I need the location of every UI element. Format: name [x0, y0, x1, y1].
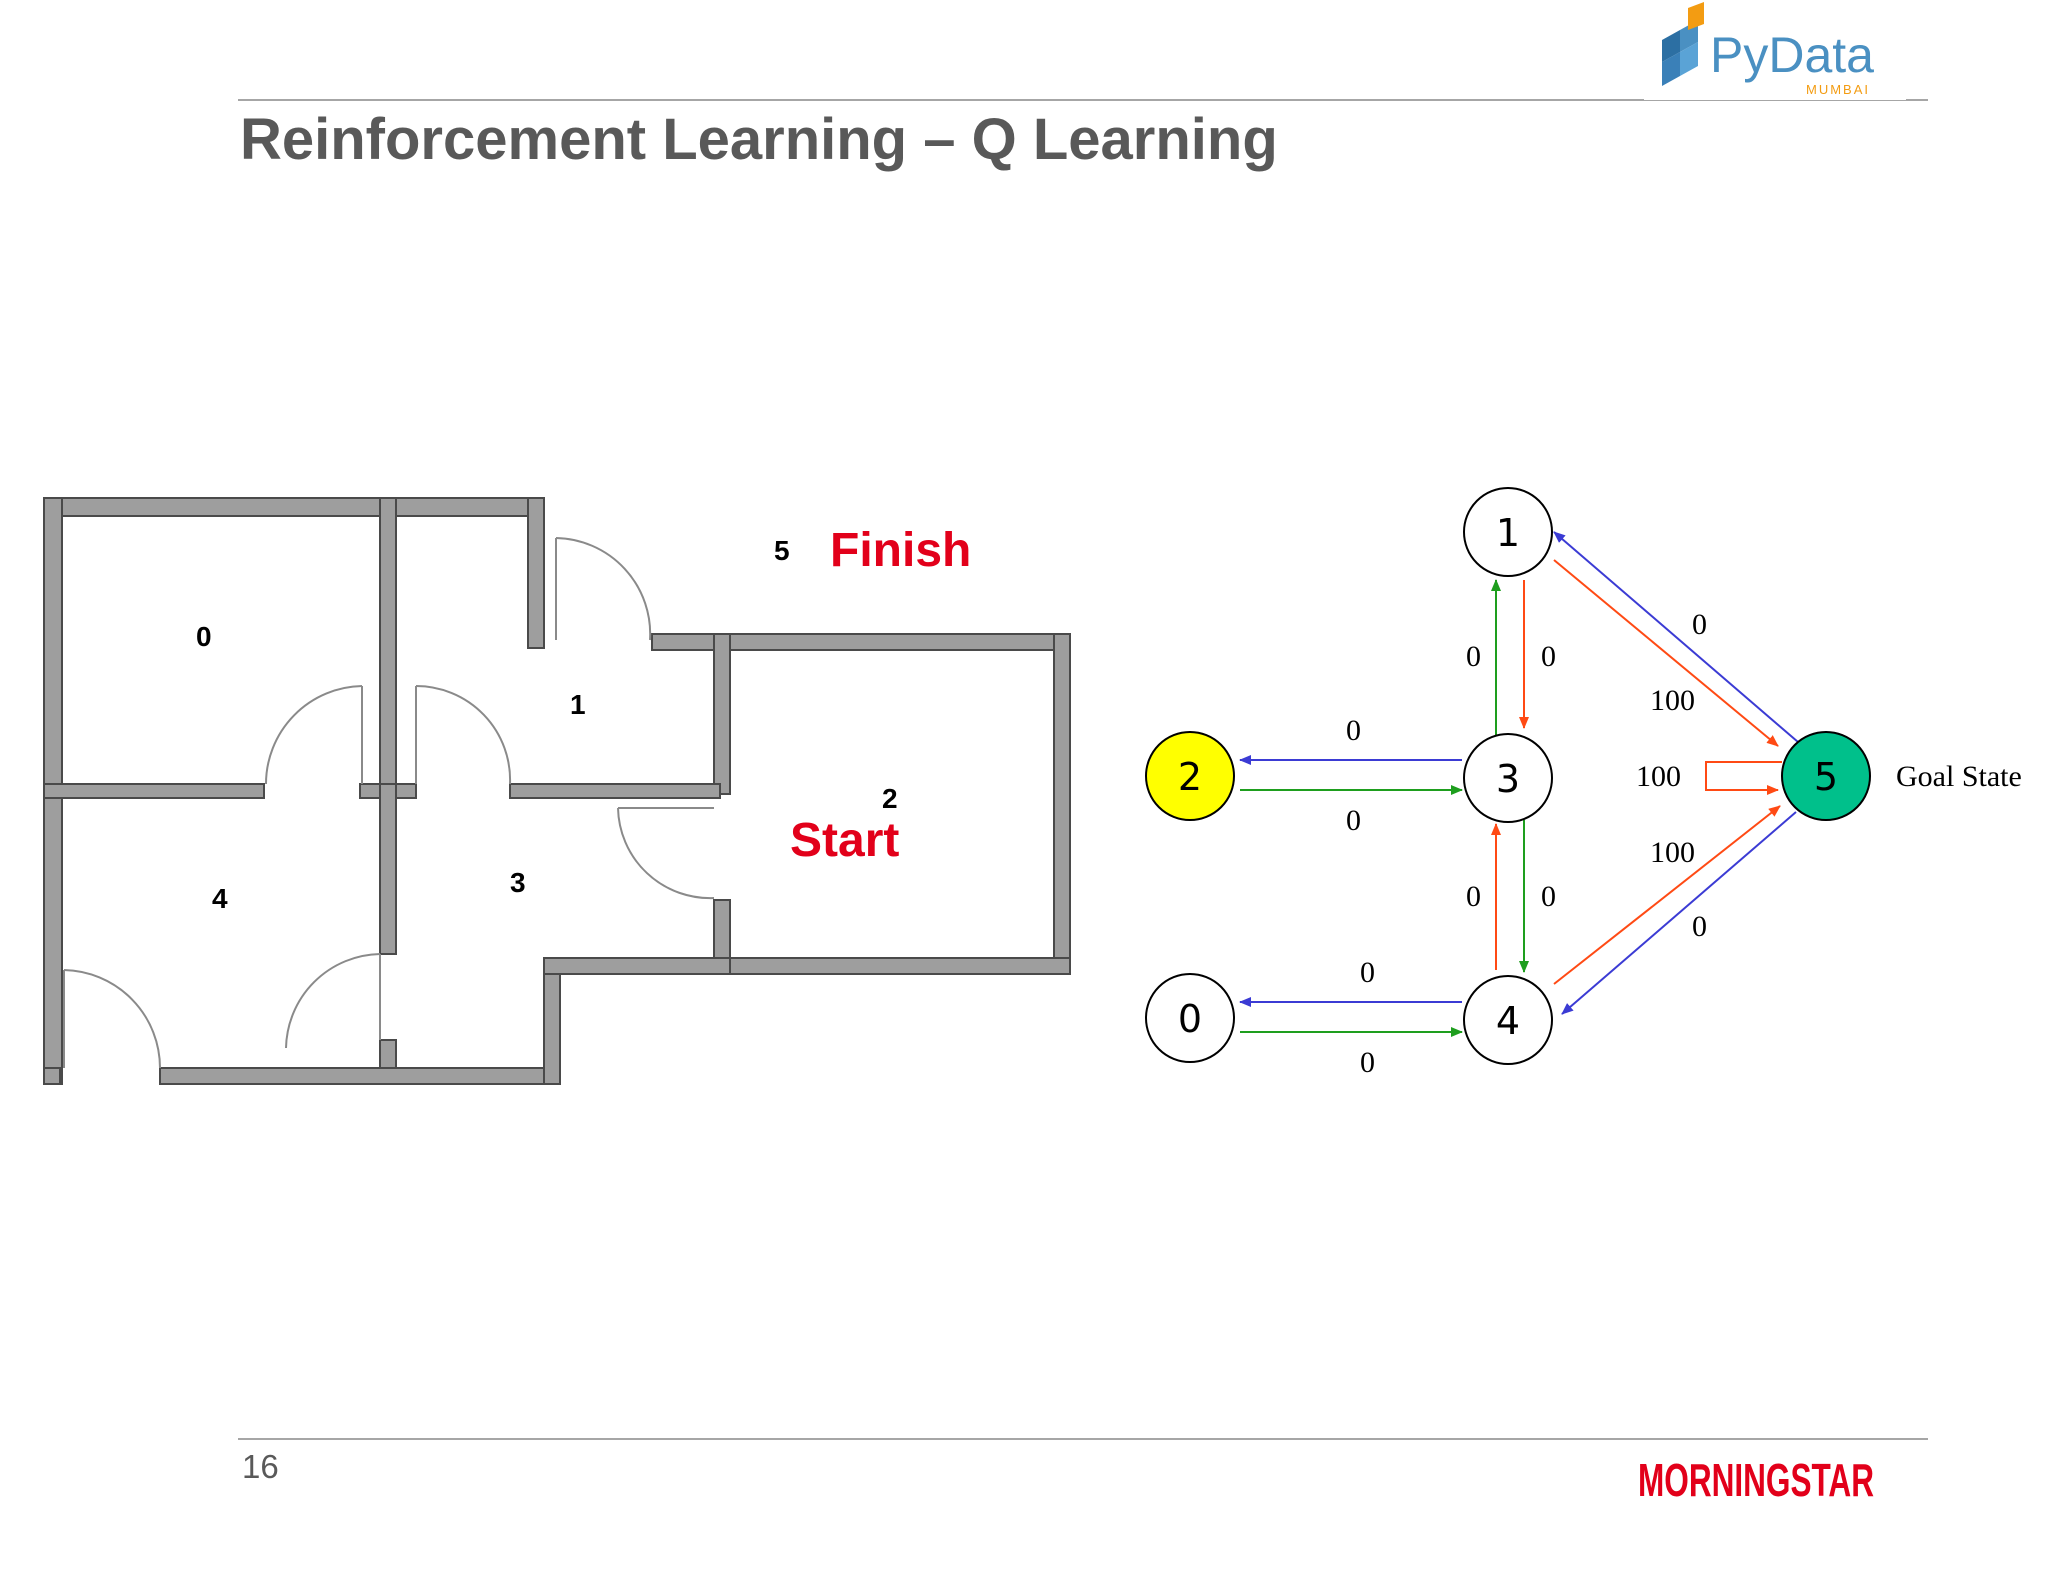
graph-edges: [1239, 531, 1799, 1037]
node-0: [1145, 973, 1235, 1063]
edge-label-1-3: 0: [1541, 640, 1556, 673]
edge-label-5-1: 0: [1692, 608, 1707, 641]
node-5-label: 5: [1814, 755, 1838, 799]
node-5: [1781, 731, 1871, 821]
pydata-text: PyData: [1710, 27, 1874, 83]
node-2-label: 2: [1178, 755, 1202, 799]
floor-walls: [43, 497, 1071, 1085]
node-4: [1463, 975, 1553, 1065]
edge-label-3-1: 0: [1466, 640, 1481, 673]
edge-label-2-3: 0: [1346, 804, 1361, 837]
finish-label: Finish: [830, 524, 971, 577]
room-1-label: 1: [570, 689, 586, 720]
door-arcs: [63, 537, 715, 1069]
node-labels: 0 1 2 3 4 5: [1178, 511, 1838, 1043]
edge-label-5-4: 0: [1692, 910, 1707, 943]
edge-label-4-3: 0: [1466, 880, 1481, 913]
edge-label-1-5: 100: [1650, 684, 1695, 717]
pydata-sub: MUMBAI: [1806, 82, 1870, 97]
node-1-label: 1: [1496, 511, 1520, 555]
goal-state-label: Goal State: [1896, 760, 2022, 793]
room-3-label: 3: [510, 867, 526, 898]
morningstar-logo: MORNINGSTAR: [1638, 1454, 1874, 1506]
room-5-label: 5: [774, 535, 790, 566]
room-labels: 0 1 2 3 4 5 Finish Start: [196, 524, 971, 914]
graph-nodes: [1145, 487, 1871, 1065]
node-4-label: 4: [1496, 999, 1520, 1043]
footer-rule: [238, 1438, 1928, 1440]
edge-4-5: [1553, 805, 1781, 985]
edge-label-0-4: 0: [1360, 1046, 1375, 1079]
edge-label-3-2: 0: [1346, 714, 1361, 747]
edge-label-4-0: 0: [1360, 956, 1375, 989]
pydata-logo: PyData MUMBAI: [1644, 0, 1906, 100]
morningstar-text: MORNINGSTAR: [1638, 1454, 1874, 1506]
edge-label-3-4: 0: [1541, 880, 1556, 913]
edge-1-5: [1553, 559, 1779, 747]
start-label: Start: [790, 814, 899, 867]
room-2-label: 2: [882, 783, 898, 814]
edge-labels: 0 0 0 100 0 0 100 0 0 100 0 0 0: [1346, 608, 1707, 1079]
pydata-cube-icon: [1662, 2, 1704, 86]
page-number: 16: [242, 1448, 279, 1485]
node-0-label: 0: [1178, 997, 1202, 1041]
room-4-label: 4: [212, 883, 228, 914]
edge-5-5: [1705, 761, 1782, 795]
node-3-label: 3: [1496, 757, 1520, 801]
slide-title: Reinforcement Learning – Q Learning: [240, 107, 1278, 172]
node-3: [1463, 733, 1553, 823]
node-2: [1145, 731, 1235, 821]
header-rule: [238, 99, 1928, 101]
node-1: [1463, 487, 1553, 577]
room-0-label: 0: [196, 621, 212, 652]
edge-5-1: [1553, 531, 1799, 743]
edge-5-4: [1561, 811, 1797, 1015]
edge-label-5-5: 100: [1636, 760, 1681, 793]
edge-label-4-5: 100: [1650, 836, 1695, 869]
